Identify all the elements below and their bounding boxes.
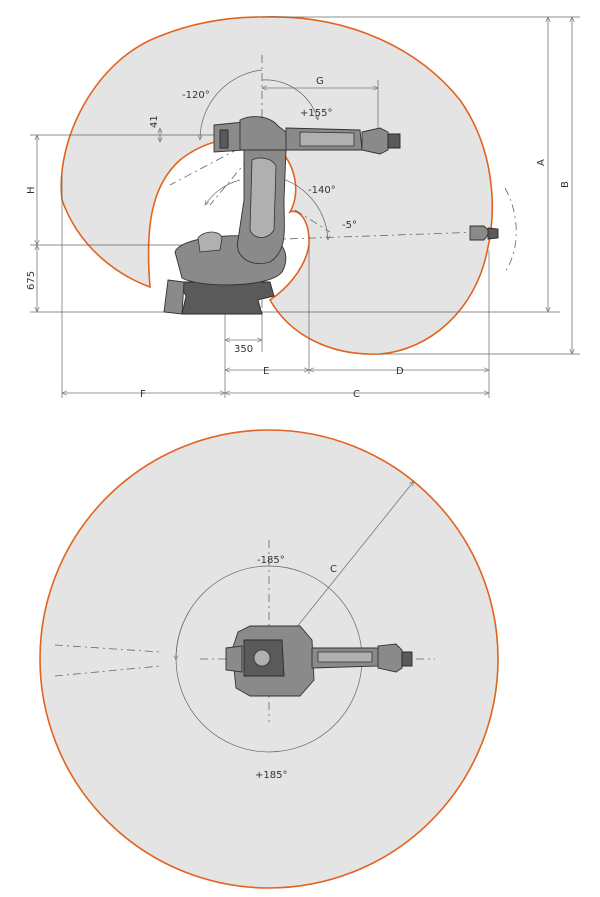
top-view: C -185° +185°	[39, 429, 499, 889]
angle-label-pos155: +155°	[300, 108, 332, 119]
angle-label-neg185: -185°	[257, 555, 285, 566]
robot-side-illustration	[163, 116, 499, 315]
dim-label-g: G	[316, 76, 324, 87]
side-view: A B H 675 41 G 350 E D F C -120° +155° -…	[26, 16, 580, 400]
dim-label-e: E	[263, 366, 269, 377]
dim-label-c: C	[353, 389, 360, 400]
angle-label-pos185: +185°	[255, 770, 287, 781]
angle-label-neg120: -120°	[182, 90, 210, 101]
robot-top-illustration	[225, 625, 413, 697]
angle-label-neg140: -140°	[308, 185, 336, 196]
side-work-envelope	[60, 16, 494, 355]
dim-label-675: 675	[26, 271, 37, 290]
dim-label-f: F	[140, 389, 146, 400]
dim-label-b: B	[560, 181, 571, 188]
angle-label-neg5: -5°	[342, 220, 357, 231]
dim-label-a: A	[536, 159, 547, 166]
dim-label-h: H	[26, 186, 37, 194]
dim-label-d: D	[396, 366, 404, 377]
top-radius-label: C	[330, 564, 337, 575]
radius-arrow	[279, 481, 414, 649]
dim-label-350: 350	[234, 344, 253, 355]
dim-label-41: 41	[149, 115, 160, 128]
